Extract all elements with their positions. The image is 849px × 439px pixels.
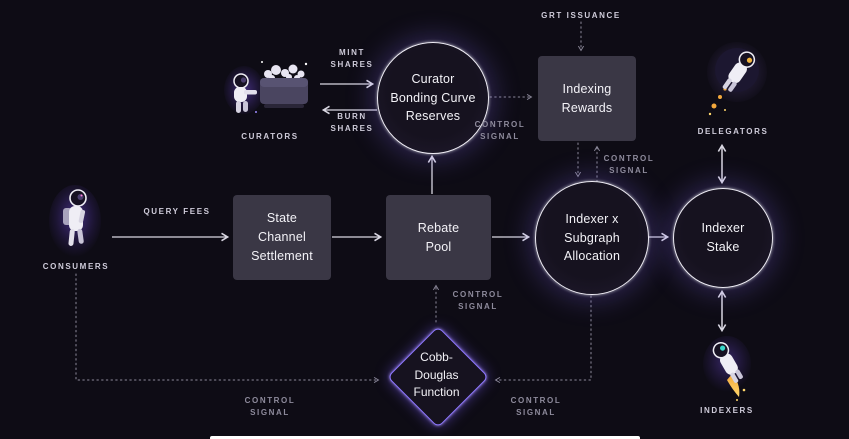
curators-illustration (224, 48, 314, 128)
label-control-signal-rebate: CONTROL SIGNAL (452, 290, 504, 312)
label-indexers: INDEXERS (700, 406, 754, 415)
indexers-astronaut-icon (703, 336, 751, 401)
node-indexer-subgraph-allocation: Indexer x Subgraph Allocation (535, 181, 649, 295)
curators-machine-icon (224, 61, 308, 114)
edge-consumers-to-cobb (75, 273, 380, 384)
indexers-illustration (702, 334, 756, 402)
node-indexer-stake: Indexer Stake (673, 188, 773, 288)
cobb-douglas-label: Cobb- Douglas Function (413, 350, 460, 400)
delegators-illustration (700, 38, 768, 124)
consumers-astronaut-icon (49, 185, 101, 257)
label-query-fees: QUERY FEES (143, 207, 211, 216)
label-control-signal-bonding: CONTROL SIGNAL (474, 120, 526, 142)
label-consumers: CONSUMERS (42, 262, 110, 271)
node-state-channel-settlement: State Channel Settlement (233, 195, 331, 280)
consumers-illustration (48, 183, 104, 261)
delegators-astronaut-icon (707, 42, 767, 116)
label-delegators: DELEGATORS (697, 127, 769, 136)
node-rebate-pool: Rebate Pool (386, 195, 491, 280)
label-burn-shares: BURN SHARES (330, 112, 374, 134)
label-mint-shares: MINT SHARES (330, 48, 374, 70)
label-grt-issuance: GRT ISSUANCE (541, 11, 621, 20)
label-control-signal-allocation: CONTROL SIGNAL (510, 396, 562, 418)
edge-allocation-to-cobb (494, 295, 592, 384)
label-curators: CURATORS (241, 132, 299, 141)
node-cobb-douglas-function: Cobb- Douglas Function (386, 325, 489, 428)
label-control-signal-rewards: CONTROL SIGNAL (603, 154, 655, 176)
node-curator-bonding-curve-reserves: Curator Bonding Curve Reserves (377, 42, 489, 154)
label-control-signal-consumers: CONTROL SIGNAL (244, 396, 296, 418)
dotted-edges (75, 21, 601, 384)
bottom-page-edge (210, 436, 640, 439)
node-indexing-rewards: Indexing Rewards (538, 56, 636, 141)
